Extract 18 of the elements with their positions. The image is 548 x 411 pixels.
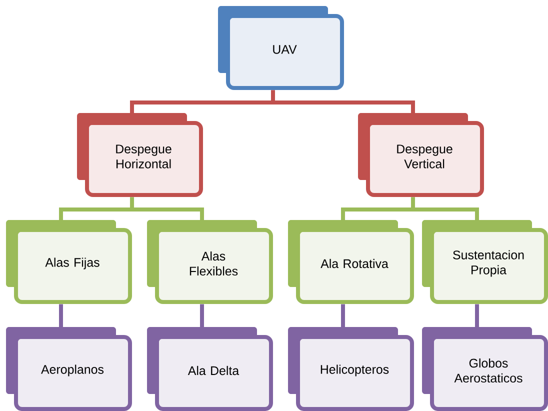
hierarchy-box: Alas Fijas — [6, 220, 132, 304]
connector-line — [341, 304, 345, 328]
hierarchy-box: Aeroplanos — [6, 327, 132, 411]
hierarchy-box: Globos Aerostaticos — [422, 327, 548, 411]
connector-line — [411, 197, 479, 221]
hierarchy-box: Ala Rotativa — [288, 220, 414, 304]
connector-line — [59, 304, 63, 328]
connector-line — [475, 304, 479, 328]
hierarchy-box: UAV — [218, 6, 344, 90]
connector-line — [200, 304, 204, 328]
hierarchy-box: Despegue Vertical — [358, 113, 484, 197]
connector-line — [130, 197, 204, 221]
hierarchy-box: Alas Flexibles — [147, 220, 273, 304]
hierarchy-box: Ala Delta — [147, 327, 273, 411]
hierarchy-box: Despegue Horizontal — [77, 113, 203, 197]
connector-line — [271, 90, 415, 114]
hierarchy-box: Sustentacion Propia — [422, 220, 548, 304]
hierarchy-box: Helicopteros — [288, 327, 414, 411]
